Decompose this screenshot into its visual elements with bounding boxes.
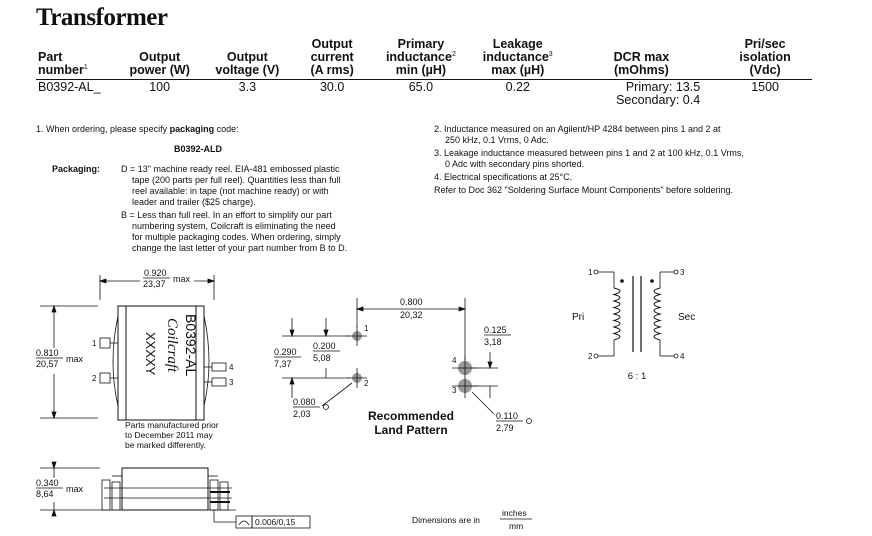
dim-width-in: 0.920 <box>144 268 167 278</box>
note-refer: Refer to Doc 362 "Soldering Surface Moun… <box>434 185 734 195</box>
lp-title-1: Recommended <box>368 409 454 423</box>
lp-v2-mm: 5,08 <box>313 353 331 363</box>
lp-title-2: Land Pattern <box>374 423 447 437</box>
brand-marking: Coilcraft <box>164 318 180 373</box>
part-side-view: 0.340 8,64 max 0.006/0,15 <box>34 461 311 529</box>
marking-note-2: to December 2011 may <box>125 430 213 440</box>
dim-width-max: max <box>173 274 191 284</box>
sch-sec-label: Sec <box>678 312 695 323</box>
sch-pin-2: 2 <box>588 352 593 361</box>
pad-label-1: 1 <box>364 324 369 333</box>
note-2: 2. Inductance measured on an Agilent/HP … <box>434 124 721 145</box>
dim-side-max: max <box>66 484 84 494</box>
lp-pitch-mm: 3,18 <box>484 337 502 347</box>
marking-note-1: Parts manufactured prior <box>125 420 219 430</box>
cell-isolation: 1500 <box>751 80 779 94</box>
lp-v1-in: 0.290 <box>274 347 297 357</box>
dim-side-in: 0.340 <box>36 478 59 488</box>
lp-smallpad-mm: 2,03 <box>293 409 311 419</box>
pin-label-4: 4 <box>229 363 234 372</box>
dim-height-mm: 20,57 <box>36 359 59 369</box>
flatness-spec: 0.006/0,15 <box>255 517 295 527</box>
units-inches: inches <box>502 508 527 518</box>
part-top-view: 0.920 23,37 max 0.810 20,57 max 1 2 3 4 <box>34 268 234 421</box>
sch-pin-1: 1 <box>588 268 593 277</box>
note-3: 3. Leakage inductance measured between p… <box>434 148 744 169</box>
pin-label-2: 2 <box>92 374 97 383</box>
sch-pin-3: 3 <box>680 268 685 277</box>
units-prefix: Dimensions are in <box>412 515 480 525</box>
dim-height-in: 0.810 <box>36 348 59 358</box>
dcr-secondary: Secondary: 0.4 <box>616 93 701 107</box>
lp-pitch-in: 0.125 <box>484 325 507 335</box>
cell-output-current: 30.0 <box>319 80 345 94</box>
code-marking: XXXXY <box>143 332 158 376</box>
lp-span-mm: 20,32 <box>400 310 423 320</box>
cell-part-number: B0392-AL_ <box>38 80 101 94</box>
transformer-schematic: 1 2 3 4 Pri Sec 6 : 1 <box>572 268 695 382</box>
cell-primary-inductance: 65.0 <box>408 80 434 94</box>
packaging-d: D = 13" machine ready reel. EIA-481 embo… <box>121 164 341 207</box>
sch-ratio: 6 : 1 <box>628 371 647 382</box>
dim-side-mm: 8,64 <box>36 489 54 499</box>
lp-smallpad-in: 0.080 <box>293 397 316 407</box>
lp-v1-mm: 7,37 <box>274 359 292 369</box>
sch-pin-4: 4 <box>680 352 685 361</box>
lp-largepad-in: 0.110 <box>496 411 518 421</box>
dcr-primary: Primary: 13.5 <box>625 80 701 94</box>
cell-leakage-inductance: 0.22 <box>505 80 530 94</box>
pad-label-2: 2 <box>364 379 369 388</box>
marking-note-3: be marked differently. <box>125 440 206 450</box>
note-4: 4. Electrical specifications at 25°C. <box>434 172 573 182</box>
notes-right: 2. Inductance measured on an Agilent/HP … <box>434 124 744 196</box>
pad-label-4: 4 <box>452 356 457 365</box>
example-code: B0392-ALD <box>174 144 223 154</box>
sch-pri-label: Pri <box>572 312 584 323</box>
lp-span-in: 0.800 <box>400 297 423 307</box>
note-1: 1. When ordering, please specify packagi… <box>36 124 239 134</box>
land-pattern: 0.800 20,32 1 2 3 4 0.290 7,37 0.200 5,0… <box>274 297 532 437</box>
units-mm: mm <box>509 521 523 531</box>
pin-label-3: 3 <box>229 378 234 387</box>
pad-label-3: 3 <box>452 386 457 395</box>
lp-v2-in: 0.200 <box>313 341 336 351</box>
page-title: Transformer <box>36 4 168 31</box>
cell-output-power: 100 <box>149 80 171 94</box>
lp-largepad-mm: 2,79 <box>496 423 514 433</box>
dim-width-mm: 23,37 <box>143 279 166 289</box>
units-note: Dimensions are in inches mm <box>412 508 532 531</box>
packaging-label: Packaging: <box>52 164 101 174</box>
spec-row: B0392-AL_ 100 3.3 30.0 65.0 0.22 Primary… <box>36 80 812 108</box>
header-dcr-max: DCR max(mOhms) <box>564 38 719 80</box>
pin-label-1: 1 <box>92 339 97 348</box>
cell-output-voltage: 3.3 <box>238 80 257 94</box>
dim-height-max: max <box>66 354 84 364</box>
part-marking: B0392-AL <box>183 314 199 376</box>
packaging-b: B = Less than full reel. In an effort to… <box>121 210 348 253</box>
